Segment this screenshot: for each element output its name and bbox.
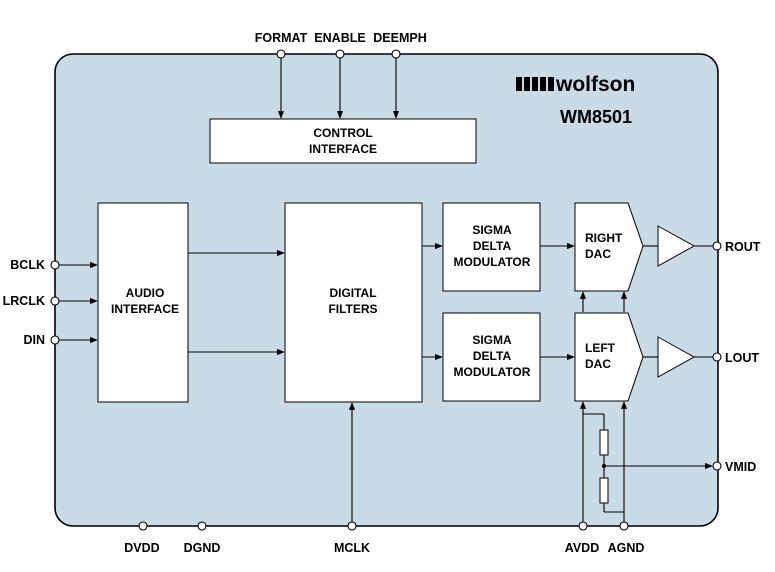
pin-din — [50, 335, 60, 345]
pin-label-lrclk: LRCLK — [3, 294, 45, 308]
sdm-top-label-1: SIGMA — [472, 223, 512, 237]
audio-interface-label-2: INTERFACE — [111, 302, 179, 316]
sdm-bottom-label-1: SIGMA — [472, 333, 512, 347]
sdm-top-label-2: DELTA — [473, 239, 512, 253]
pin-format — [276, 49, 286, 59]
sdm-top-label-3: MODULATOR — [454, 255, 531, 269]
left-dac-block — [574, 312, 644, 402]
wolfson-logo: wolfson — [516, 73, 635, 96]
pin-dvdd — [138, 521, 148, 531]
left-dac-label-2: DAC — [585, 357, 611, 371]
pin-label-mclk: MCLK — [334, 541, 370, 555]
sdm-bottom-label-2: DELTA — [473, 349, 512, 363]
right-dac-block — [574, 202, 644, 292]
vmid-resistor-bottom — [599, 477, 609, 504]
pin-deemph — [391, 49, 401, 59]
left-dac-label-1: LEFT — [585, 341, 616, 355]
digital-filters-label-1: DIGITAL — [329, 286, 376, 300]
sdm-top-block — [442, 202, 541, 292]
audio-interface-label-1: AUDIO — [126, 286, 165, 300]
pin-label-dgnd: DGND — [184, 541, 221, 555]
pin-lout — [712, 352, 722, 362]
pin-label-bclk: BCLK — [10, 258, 45, 272]
pin-vmid — [712, 461, 722, 471]
vmid-resistor-top — [599, 429, 609, 456]
pin-label-rout: ROUT — [725, 240, 761, 254]
pin-rout — [712, 241, 722, 251]
pin-label-vmid: VMID — [725, 460, 756, 474]
pin-label-lout: LOUT — [725, 351, 759, 365]
control-interface-label-2: INTERFACE — [309, 142, 377, 156]
pin-mclk — [347, 521, 357, 531]
pin-label-din: DIN — [23, 333, 45, 347]
right-dac-label-1: RIGHT — [585, 231, 623, 245]
sdm-bottom-label-3: MODULATOR — [454, 365, 531, 379]
left-buffer-icon — [657, 336, 696, 378]
pin-bclk — [50, 260, 60, 270]
pin-label-format: FORMAT — [255, 31, 308, 45]
sdm-bottom-block — [442, 312, 541, 402]
pin-avdd — [578, 521, 588, 531]
right-buffer-icon — [657, 225, 696, 267]
part-number: WM8501 — [560, 107, 632, 127]
pin-label-deemph: DEEMPH — [373, 31, 426, 45]
control-interface-label-1: CONTROL — [313, 126, 372, 140]
wolfson-mark-icon — [516, 77, 554, 91]
audio-interface-block — [97, 202, 189, 403]
pin-label-agnd: AGND — [608, 541, 645, 555]
pin-agnd — [619, 521, 629, 531]
pin-dgnd — [197, 521, 207, 531]
right-dac-label-2: DAC — [585, 247, 611, 261]
control-interface-block — [209, 118, 477, 164]
pin-label-avdd: AVDD — [565, 541, 600, 555]
pin-label-dvdd: DVDD — [124, 541, 159, 555]
digital-filters-label-2: FILTERS — [328, 302, 377, 316]
pin-enable — [335, 49, 345, 59]
digital-filters-block — [284, 202, 423, 403]
logo-text: wolfson — [555, 73, 635, 96]
pin-label-enable: ENABLE — [314, 31, 365, 45]
pin-lrclk — [50, 296, 60, 306]
